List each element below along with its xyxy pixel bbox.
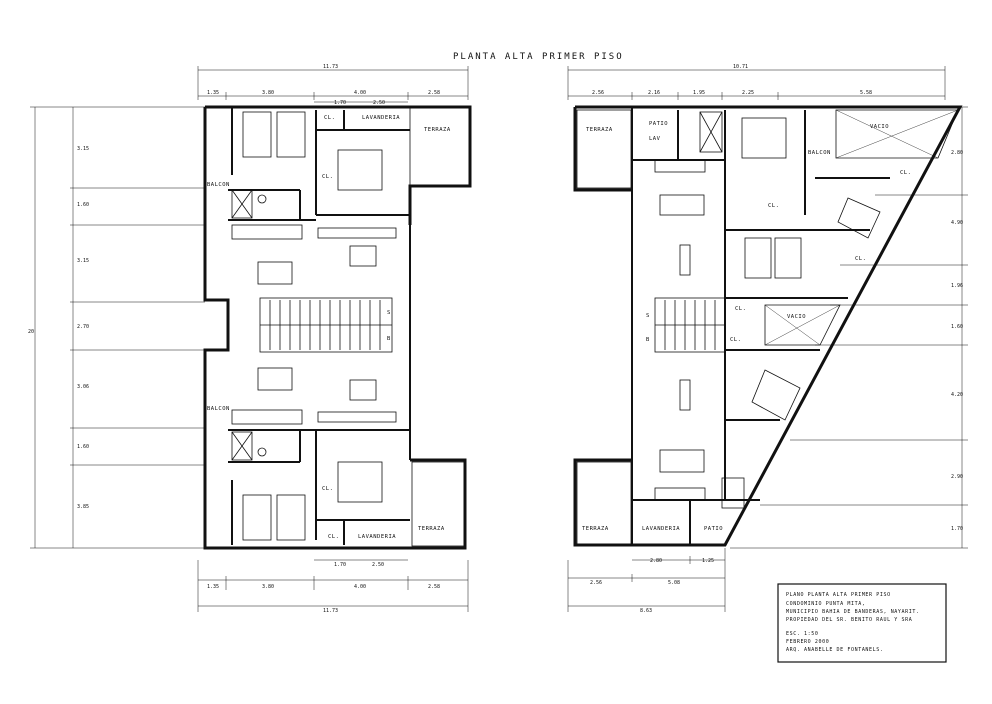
left-plan: 11.73 1.35 3.80 4.00 2.58 1.70 2.50 20 3… bbox=[28, 64, 472, 614]
left-top-dim-4: 2.58 bbox=[428, 90, 440, 96]
left-top-dim-2: 3.80 bbox=[262, 90, 274, 96]
left-bottom-dim-4: 2.58 bbox=[428, 584, 440, 590]
left-top-total: 11.73 bbox=[323, 64, 338, 70]
left-room-terrace-bottom: TERRAZA bbox=[418, 526, 445, 532]
right-stair-mark-2: B bbox=[646, 337, 650, 343]
left-dim-v3: 3.15 bbox=[77, 258, 89, 264]
right-top-dim-5: 5.58 bbox=[860, 90, 872, 96]
left-stair-mark-1: S bbox=[387, 310, 391, 316]
left-bottom-dim-3: 4.00 bbox=[354, 584, 366, 590]
left-stair-mark-2: B bbox=[387, 336, 391, 342]
title-block-line-4: PROPIEDAD DEL SR. BENITO RAUL Y SRA bbox=[786, 617, 912, 623]
right-dim-v1: 2.80 bbox=[951, 150, 963, 156]
left-room-cl-top: CL. bbox=[324, 115, 335, 121]
left-top-sub-1: 1.70 bbox=[334, 100, 346, 106]
right-dim-v5: 4.20 bbox=[951, 392, 963, 398]
right-bottom-dim-1: 2.80 bbox=[650, 558, 662, 564]
left-bottom-dim-2: 3.80 bbox=[262, 584, 274, 590]
left-room-laundry-top: LAVANDERIA bbox=[362, 115, 400, 121]
right-top-dim-2: 2.16 bbox=[648, 90, 660, 96]
right-room-cl-c: CL. bbox=[855, 256, 866, 262]
right-top-dim-1: 2.56 bbox=[592, 90, 604, 96]
title-block-line-5: ESC. 1:50 bbox=[786, 631, 819, 637]
left-dim-v2: 1.60 bbox=[77, 202, 89, 208]
left-dim-v5: 3.06 bbox=[77, 384, 89, 390]
right-void-mid-hatch bbox=[764, 304, 841, 346]
title-block-line-3: MUNICIPIO BAHIA DE BANDERAS, NAYARIT. bbox=[786, 609, 920, 615]
left-bottom-total: 11.73 bbox=[323, 608, 338, 614]
left-top-dim-1: 1.35 bbox=[207, 90, 219, 96]
right-room-cl-a: CL. bbox=[768, 203, 779, 209]
right-room-patio: PATIO bbox=[649, 121, 668, 127]
right-top-dim-4: 2.25 bbox=[742, 90, 754, 96]
left-room-terrace-top: TERRAZA bbox=[424, 127, 451, 133]
left-top-sub-2: 2.50 bbox=[373, 100, 385, 106]
right-dim-v4: 1.60 bbox=[951, 324, 963, 330]
title-block-line-7: ARQ. ANABELLE DE FONTANELS. bbox=[786, 647, 883, 653]
right-top-dim-3: 1.95 bbox=[693, 90, 705, 96]
right-room-laundry: LAVANDERIA bbox=[642, 526, 680, 532]
left-total-height: 20 bbox=[28, 329, 34, 335]
left-bottom-dim-1: 1.35 bbox=[207, 584, 219, 590]
drawing-title: PLANTA ALTA PRIMER PISO bbox=[453, 52, 624, 62]
left-room-cl2-top: CL. bbox=[322, 174, 333, 180]
title-block-line-6: FEBRERO 2000 bbox=[786, 639, 829, 645]
left-dim-v6: 1.60 bbox=[77, 444, 89, 450]
left-dim-v1: 3.15 bbox=[77, 146, 89, 152]
left-room-balcony-bottom: BALCON bbox=[207, 406, 230, 412]
right-room-cl-e: CL. bbox=[730, 337, 741, 343]
left-top-dim-3: 4.00 bbox=[354, 90, 366, 96]
right-bottom-dim-2: 1.25 bbox=[702, 558, 714, 564]
right-stair-mark-1: S bbox=[646, 313, 650, 319]
right-dim-v3: 1.96 bbox=[951, 283, 963, 289]
right-room-terrace-top: TERRAZA bbox=[586, 127, 613, 133]
right-dim-v2: 4.90 bbox=[951, 220, 963, 226]
right-room-cl-d: CL. bbox=[735, 306, 746, 312]
right-void-top-hatch bbox=[835, 109, 959, 159]
left-bottom-sub-1: 1.70 bbox=[334, 562, 346, 568]
right-room-terrace-bottom: TERRAZA bbox=[582, 526, 609, 532]
right-room-patio2: PATIO bbox=[704, 526, 723, 532]
right-room-balcony: BALCON bbox=[808, 150, 831, 156]
right-room-void-mid: VACIO bbox=[787, 314, 806, 320]
title-block-line-2: CONDOMINIO PUNTA MITA, bbox=[786, 601, 865, 607]
right-dim-v6: 2.90 bbox=[951, 474, 963, 480]
left-dim-v7: 3.85 bbox=[77, 504, 89, 510]
left-bottom-sub-2: 2.50 bbox=[372, 562, 384, 568]
title-block: PLANO PLANTA ALTA PRIMER PISO CONDOMINIO… bbox=[777, 583, 947, 663]
right-room-lav: LAV bbox=[649, 136, 661, 142]
right-bottom-dim2-2: 5.08 bbox=[668, 580, 680, 586]
left-room-cl2-bottom: CL. bbox=[328, 534, 339, 540]
left-room-laundry-bottom: LAVANDERIA bbox=[358, 534, 396, 540]
left-dim-v4: 2.70 bbox=[77, 324, 89, 330]
right-bottom-total: 8.63 bbox=[640, 608, 652, 614]
right-bottom-dim2-1: 2.56 bbox=[590, 580, 602, 586]
left-room-cl-bottom: CL. bbox=[322, 486, 333, 492]
right-dim-v7: 1.70 bbox=[951, 526, 963, 532]
left-stair-treads bbox=[260, 300, 392, 350]
right-top-total: 10.71 bbox=[733, 64, 748, 70]
left-room-balcony-top: BALCON bbox=[207, 182, 230, 188]
title-block-line-1: PLANO PLANTA ALTA PRIMER PISO bbox=[786, 592, 891, 598]
right-room-cl-b: CL. bbox=[900, 170, 911, 176]
right-plan: 10.71 2.56 2.16 1.95 2.25 5.58 2.80 4.90… bbox=[567, 64, 968, 614]
right-stair-treads bbox=[655, 300, 725, 350]
right-room-void-top: VACIO bbox=[870, 124, 889, 130]
